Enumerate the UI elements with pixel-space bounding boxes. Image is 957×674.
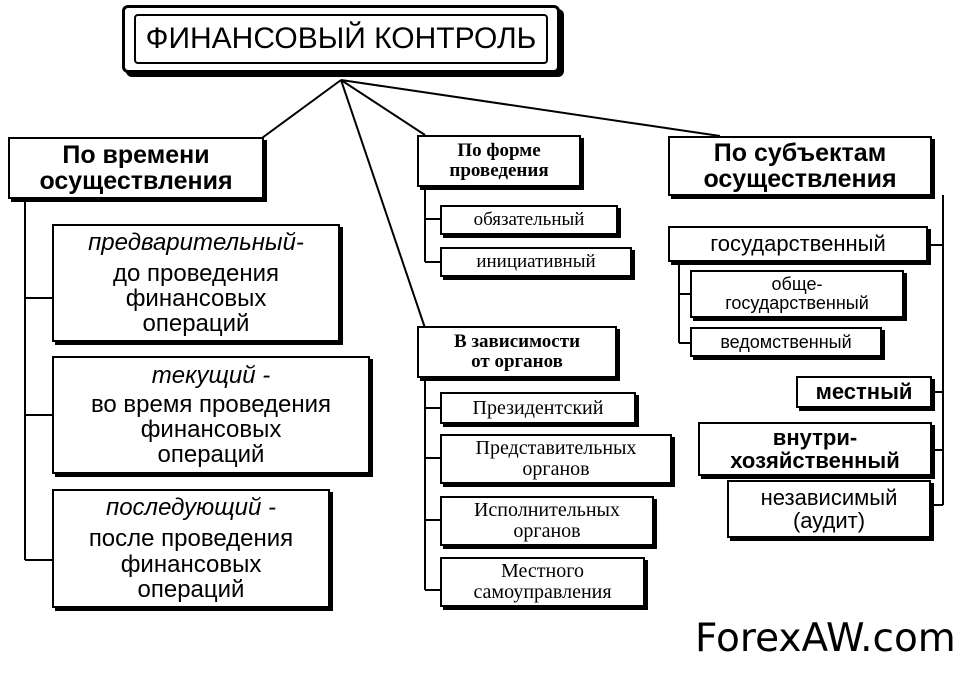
independent-line2: (аудит) bbox=[792, 508, 866, 533]
title-text: ФИНАНСОВЫЙ КОНТРОЛЬ bbox=[134, 14, 548, 64]
current-term: текущий - bbox=[151, 361, 271, 389]
current-desc-line2: финансовых bbox=[140, 416, 282, 443]
form-initiative-box: инициативный bbox=[440, 247, 632, 277]
title-box: ФИНАНСОВЫЙ КОНТРОЛЬ bbox=[122, 5, 560, 73]
local-label: местный bbox=[815, 379, 913, 405]
organ-local-self-government-box: Местного самоуправления bbox=[440, 557, 645, 607]
preliminary-control-box: предварительный- до проведения финансовы… bbox=[52, 224, 340, 342]
subject-independent-audit-box: независимый (аудит) bbox=[727, 480, 931, 538]
by-subjects-header-line1: По субъектам bbox=[713, 138, 887, 167]
subject-internal-box: внутри- хозяйственный bbox=[698, 422, 932, 476]
form-initiative-label: инициативный bbox=[476, 251, 596, 273]
preliminary-desc-line3: операций bbox=[142, 310, 250, 338]
by-organs-header-line1: В зависимости bbox=[453, 331, 581, 353]
organ-representative-box: Представительных органов bbox=[440, 434, 672, 484]
general-state-line1: обще- bbox=[771, 274, 823, 295]
subject-local-box: местный bbox=[796, 376, 932, 408]
organ-local-line2: самоуправления bbox=[473, 581, 612, 603]
by-form-header: По форме проведения bbox=[417, 135, 581, 187]
by-organs-header-line2: от органов bbox=[471, 351, 563, 372]
organ-representative-line1: Представительных bbox=[475, 437, 637, 459]
subject-departmental-box: ведомственный bbox=[690, 327, 882, 357]
organ-executive-line2: органов bbox=[513, 520, 581, 542]
by-form-header-line2: проведения bbox=[449, 160, 549, 181]
by-subjects-header-line2: осуществления bbox=[703, 165, 897, 193]
subject-state-box: государственный bbox=[668, 226, 928, 262]
by-time-header-line2: осуществления bbox=[39, 167, 233, 195]
organ-presidential-box: Президентский bbox=[440, 392, 636, 424]
by-time-header-line1: По времени bbox=[62, 140, 210, 169]
by-form-header-line1: По форме bbox=[457, 140, 541, 162]
by-time-header: По времени осуществления bbox=[8, 137, 264, 199]
by-organs-header: В зависимости от органов bbox=[417, 326, 617, 378]
subsequent-term: последующий - bbox=[106, 494, 276, 522]
subject-general-state-box: обще- государственный bbox=[690, 270, 904, 318]
organ-executive-line1: Исполнительных bbox=[473, 499, 620, 521]
subsequent-control-box: последующий - после проведения финансовы… bbox=[52, 489, 330, 608]
general-state-line2: государственный bbox=[725, 293, 869, 313]
current-desc-line1: во время проведения bbox=[90, 390, 332, 418]
preliminary-term: предварительный- bbox=[88, 228, 304, 256]
organ-executive-box: Исполнительных органов bbox=[440, 496, 654, 546]
form-mandatory-label: обязательный bbox=[473, 209, 585, 231]
preliminary-desc-line1: до проведения bbox=[112, 259, 280, 287]
internal-line1: внутри- bbox=[772, 424, 858, 450]
watermark-text: ForexAW.com bbox=[695, 616, 956, 661]
departmental-label: ведомственный bbox=[720, 331, 852, 352]
organ-local-line1: Местного bbox=[501, 560, 584, 582]
organ-representative-line2: органов bbox=[522, 458, 590, 480]
preliminary-desc-line2: финансовых bbox=[125, 285, 267, 312]
current-control-box: текущий - во время проведения финансовых… bbox=[52, 356, 370, 474]
independent-line1: независимый bbox=[760, 484, 898, 510]
subsequent-desc-line3: операций bbox=[137, 575, 245, 603]
subject-state-label: государственный bbox=[710, 231, 886, 257]
subsequent-desc-line2: финансовых bbox=[120, 550, 262, 578]
internal-line2: хозяйственный bbox=[730, 448, 900, 473]
form-mandatory-box: обязательный bbox=[440, 205, 618, 235]
organ-presidential-line1: Президентский bbox=[472, 396, 604, 419]
by-subjects-header: По субъектам осуществления bbox=[668, 136, 932, 196]
subsequent-desc-line1: после проведения bbox=[88, 525, 294, 553]
current-desc-line3: операций bbox=[157, 441, 265, 469]
